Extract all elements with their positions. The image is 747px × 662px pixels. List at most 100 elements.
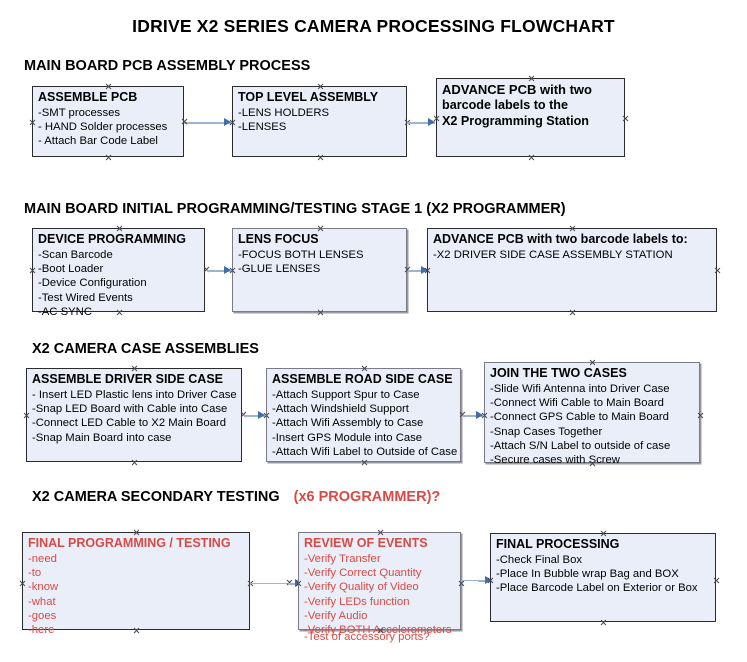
node-item-list: -Verify Transfer -Verify Correct Quantit… [299, 552, 460, 643]
node-item-list: -Attach Support Spur to Case -Attach Win… [267, 388, 460, 459]
node-assemble-driver-side-case[interactable]: ASSEMBLE DRIVER SIDE CASE - Insert LED P… [26, 368, 242, 462]
arrow-assemble-pcb-to-top-level-assembly [184, 118, 231, 127]
list-item: -Test Wired Events [38, 291, 133, 304]
list-item: -Attach Support Spur to Case [272, 388, 420, 401]
section-heading-x2-camera-case-assemblies: X2 CAMERA CASE ASSEMBLIES [32, 341, 259, 357]
node-item-list: -need -to -know -what -goes -here [23, 552, 249, 638]
list-item: -Verify LEDs function [304, 595, 410, 608]
node-join-the-two-cases[interactable]: JOIN THE TWO CASES -Slide Wifi Antenna i… [484, 362, 700, 466]
list-item: -Device Configuration [38, 277, 147, 290]
node-title: DEVICE PROGRAMMING [38, 232, 186, 246]
list-item: -Connect GPS Cable to Main Board [490, 411, 669, 424]
connector-handle-bottom[interactable] [317, 154, 324, 161]
list-item: -need [28, 552, 57, 565]
arrow-driver-side-to-road-side [244, 411, 265, 420]
list-item: -Verify BOTH Accelerometers [304, 624, 452, 637]
node-assemble-road-side-case[interactable]: ASSEMBLE ROAD SIDE CASE -Attach Support … [266, 368, 461, 462]
node-assemble-pcb[interactable]: ASSEMBLE PCB -SMT processes - HAND Solde… [32, 86, 184, 157]
list-item: -here [28, 624, 55, 637]
connector-handle-bottom[interactable] [317, 309, 324, 316]
node-item-list: -LENS HOLDERS -LENSES [233, 106, 406, 135]
list-item: -Connect LED Cable to X2 Main Board [32, 417, 227, 430]
node-title: ASSEMBLE PCB [38, 90, 138, 104]
list-item: -SMT processes [38, 106, 121, 119]
node-top-level-assembly[interactable]: TOP LEVEL ASSEMBLY -LENS HOLDERS -LENSES [232, 86, 407, 157]
node-title: ADVANCE PCB with two [442, 82, 592, 97]
node-title: JOIN THE TWO CASES [490, 366, 627, 380]
list-item: - Attach Bar Code Label [38, 135, 158, 148]
connector-handle-right[interactable] [714, 267, 721, 274]
node-lens-focus[interactable]: LENS FOCUS -FOCUS BOTH LENSES -GLUE LENS… [232, 228, 407, 312]
connector-handle-bottom[interactable] [569, 309, 576, 316]
list-item: -Place In Bubble wrap Bag and BOX [496, 568, 679, 581]
connector-handle-bottom[interactable] [105, 154, 112, 161]
list-item: -Verify Audio [304, 609, 368, 622]
node-item-list: -FOCUS BOTH LENSES -GLUE LENSES [233, 248, 406, 277]
list-item: - HAND Solder processes [38, 121, 168, 134]
node-title: FINAL PROCESSING [496, 537, 620, 551]
list-item: -goes [28, 609, 57, 622]
list-item: -Place Barcode Label on Exterior or Box [496, 582, 698, 595]
list-item-overflow: -Test of accessory ports? [304, 630, 430, 643]
page-title: IDRIVE X2 SERIES CAMERA PROCESSING FLOWC… [132, 16, 615, 36]
list-item: -Attach Wifi Label to Outside of Case [272, 445, 458, 458]
node-title: LENS FOCUS [238, 232, 319, 246]
section-heading-text: MAIN BOARD PCB ASSEMBLY PROCESS [24, 58, 311, 74]
section-heading-main-board-initial-programming: MAIN BOARD INITIAL PROGRAMMING/TESTING S… [24, 201, 566, 217]
section-heading-accent: (x6 PROGRAMMER)? [293, 489, 441, 505]
node-item-list: -X2 DRIVER SIDE CASE ASSEMBLY STATION [428, 248, 716, 262]
list-item: -FOCUS BOTH LENSES [238, 248, 364, 261]
node-final-programming-testing[interactable]: FINAL PROGRAMMING / TESTING -need -to -k… [22, 532, 250, 636]
list-item: -LENSES [238, 121, 287, 134]
list-item: - Insert LED Plastic lens into Driver Ca… [32, 388, 237, 401]
arrow-into-final-processing [478, 576, 492, 585]
section-heading-text: X2 CAMERA SECONDARY TESTING [32, 489, 280, 505]
list-item: -Boot Loader [38, 263, 104, 276]
node-title: ADVANCE PCB with two barcode labels to: [433, 232, 688, 246]
node-item-list: -SMT processes - HAND Solder processes -… [33, 106, 183, 149]
list-item: -Insert GPS Module into Case [272, 431, 423, 444]
list-item: -X2 DRIVER SIDE CASE ASSEMBLY STATION [433, 248, 673, 261]
list-item: -Attach Windshield Support [272, 403, 409, 416]
node-item-list: -Scan Barcode -Boot Loader -Device Confi… [33, 248, 204, 319]
arrow-device-programming-to-lens-focus [207, 266, 231, 275]
section-heading-main-board-pcb-assembly-process: MAIN BOARD PCB ASSEMBLY PROCESS [24, 58, 310, 74]
arrow-top-level-assembly-to-advance-pcb [407, 118, 435, 127]
list-item: X2 Programming Station [442, 114, 589, 129]
list-item: -Snap Main Board into case [32, 431, 172, 444]
node-item-list: -Check Final Box -Place In Bubble wrap B… [491, 553, 715, 596]
list-item: -what [28, 595, 56, 608]
section-heading-text: MAIN BOARD INITIAL PROGRAMMING/TESTING S… [24, 201, 566, 217]
list-item: -know [28, 581, 59, 594]
node-advance-pcb-to-driver-side-case-assembly-station[interactable]: ADVANCE PCB with two barcode labels to: … [427, 228, 717, 312]
node-review-of-events[interactable]: REVIEW OF EVENTS -Verify Transfer -Verif… [298, 532, 461, 643]
list-item: -Secure cases with Screw [490, 454, 620, 467]
list-item: -Verify Correct Quantity [304, 567, 422, 580]
arrow-lens-focus-to-advance-pcb [408, 266, 428, 275]
list-item: -Verify Transfer [304, 552, 381, 565]
list-item: -Attach S/N Label to outside of case [490, 439, 671, 452]
connector-handle-bottom[interactable] [361, 459, 368, 466]
node-item-list: -Slide Wifi Antenna into Driver Case -Co… [485, 382, 699, 468]
node-title: REVIEW OF EVENTS [304, 536, 428, 550]
list-item: -Snap LED Board with Cable into Case [32, 403, 228, 416]
connector-review-to-final-processing [461, 580, 486, 582]
node-final-processing[interactable]: FINAL PROCESSING -Check Final Box -Place… [490, 533, 716, 622]
connector-handle-bottom[interactable] [600, 619, 607, 626]
list-item: -LENS HOLDERS [238, 106, 330, 119]
node-title: ASSEMBLE ROAD SIDE CASE [272, 372, 453, 386]
list-item: -Snap Cases Together [490, 425, 603, 438]
node-device-programming[interactable]: DEVICE PROGRAMMING -Scan Barcode -Boot L… [32, 228, 205, 318]
connector-handle-bottom[interactable] [528, 154, 535, 161]
connector-handle-bottom[interactable] [131, 459, 138, 466]
arrow-road-side-to-join-cases [463, 411, 483, 420]
node-advance-pcb-to-x2-programming-station[interactable]: ADVANCE PCB with two barcode labels to t… [436, 78, 625, 157]
node-item-list: - Insert LED Plastic lens into Driver Ca… [27, 388, 241, 445]
list-item: -Verify Quality of Video [304, 581, 419, 594]
list-item: -AC SYNC [38, 305, 92, 318]
list-item: -Check Final Box [496, 553, 583, 566]
section-heading-text: X2 CAMERA CASE ASSEMBLIES [32, 341, 259, 357]
node-title: TOP LEVEL ASSEMBLY [238, 90, 379, 104]
list-item: -Scan Barcode [38, 248, 113, 261]
